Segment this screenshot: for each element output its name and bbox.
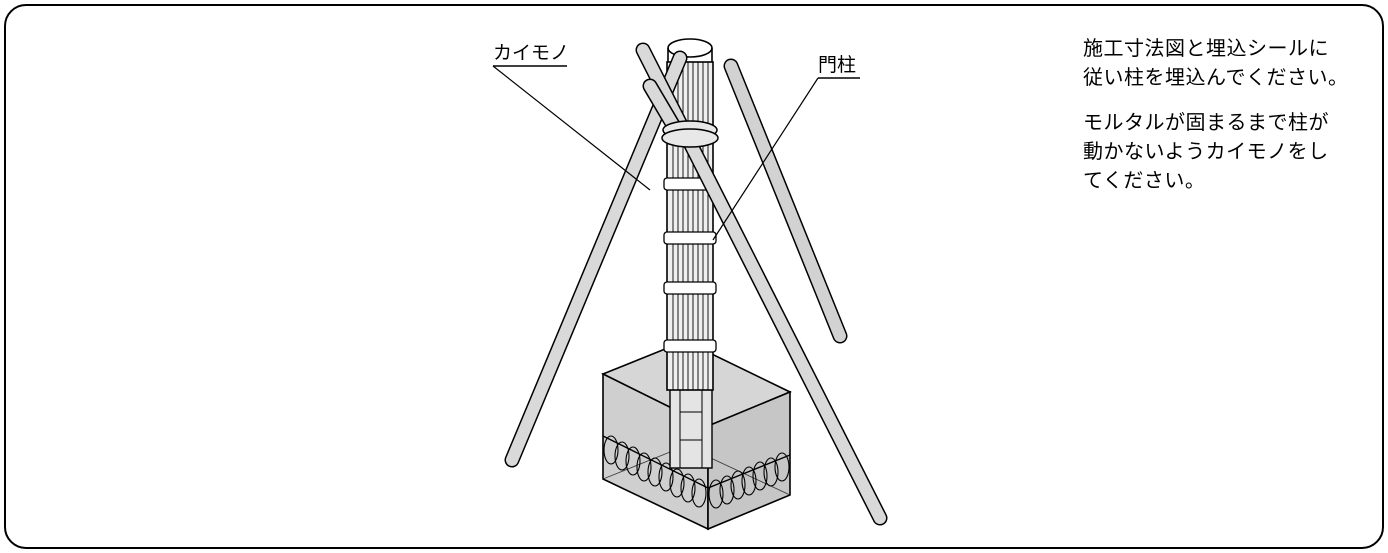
instruction-paragraph-2: モルタルが固まるまで柱が 動かないようカイモノをし てください。 bbox=[1083, 110, 1329, 192]
installation-instructions: 施工寸法図と埋込シールに 従い柱を埋込んでください。 モルタルが固まるまで柱が … bbox=[1083, 34, 1373, 211]
instruction-paragraph-1: 施工寸法図と埋込シールに 従い柱を埋込んでください。 bbox=[1083, 36, 1349, 89]
